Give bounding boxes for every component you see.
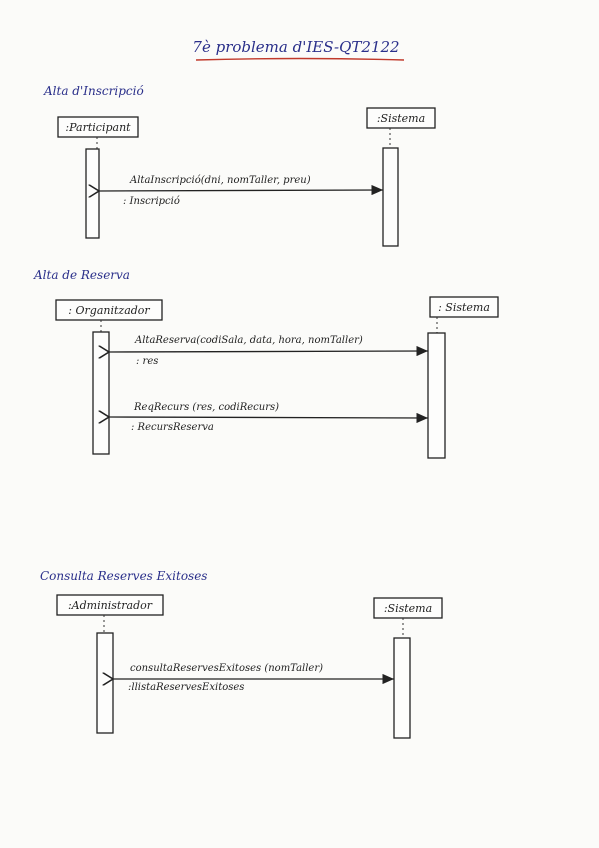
organitzador-activation <box>92 331 110 455</box>
section-heading-alta-inscripcio: Alta d'Inscripció <box>43 84 144 98</box>
administrador-activation <box>96 632 114 734</box>
sistema-label-2: : Sistema <box>438 301 490 314</box>
message-return-llista-reserves: :llistaReservesExitoses <box>128 682 244 693</box>
message-arrow-alta-inscripcio <box>99 190 384 191</box>
message-arrow-alta-reserva <box>109 351 429 352</box>
sistema-activation-2 <box>427 332 446 459</box>
page-title: 7è problema d'IES-QT2122 <box>192 38 399 56</box>
administrador-box <box>56 594 164 616</box>
sistema-box <box>366 107 436 129</box>
sistema-label-3: :Sistema <box>384 602 432 615</box>
organitzador-box <box>55 299 163 321</box>
sistema-activation <box>382 147 399 247</box>
participant-box <box>57 116 139 138</box>
message-return-inscripcio: : Inscripció <box>123 196 180 207</box>
administrador-label: :Administrador <box>68 599 153 612</box>
organitzador-label: : Organitzador <box>68 304 150 317</box>
message-call-req-recurs: ReqRecurs (res, codiRecurs) <box>133 402 279 413</box>
sistema-box-3 <box>373 597 443 619</box>
sistema-activation-3 <box>393 637 411 739</box>
sistema-label: :Sistema <box>377 112 425 125</box>
message-return-res: : res <box>136 356 158 367</box>
section-heading-consulta-reserves: Consulta Reserves Exitoses <box>40 569 207 583</box>
sistema-box-2 <box>429 296 499 318</box>
participant-activation <box>85 148 100 239</box>
message-call-alta-inscripcio: AltaInscripció(dni, nomTaller, preu) <box>129 175 311 186</box>
section-heading-alta-reserva: Alta de Reserva <box>33 268 130 282</box>
message-arrow-req-recurs <box>109 417 429 418</box>
message-call-alta-reserva: AltaReserva(codiSala, data, hora, nomTal… <box>134 335 363 346</box>
message-call-consulta-reserves: consultaReservesExitoses (nomTaller) <box>130 663 323 674</box>
message-return-recurs-reserva: : RecursReserva <box>131 422 214 433</box>
participant-label: :Participant <box>65 121 131 134</box>
title-underline <box>195 57 405 61</box>
